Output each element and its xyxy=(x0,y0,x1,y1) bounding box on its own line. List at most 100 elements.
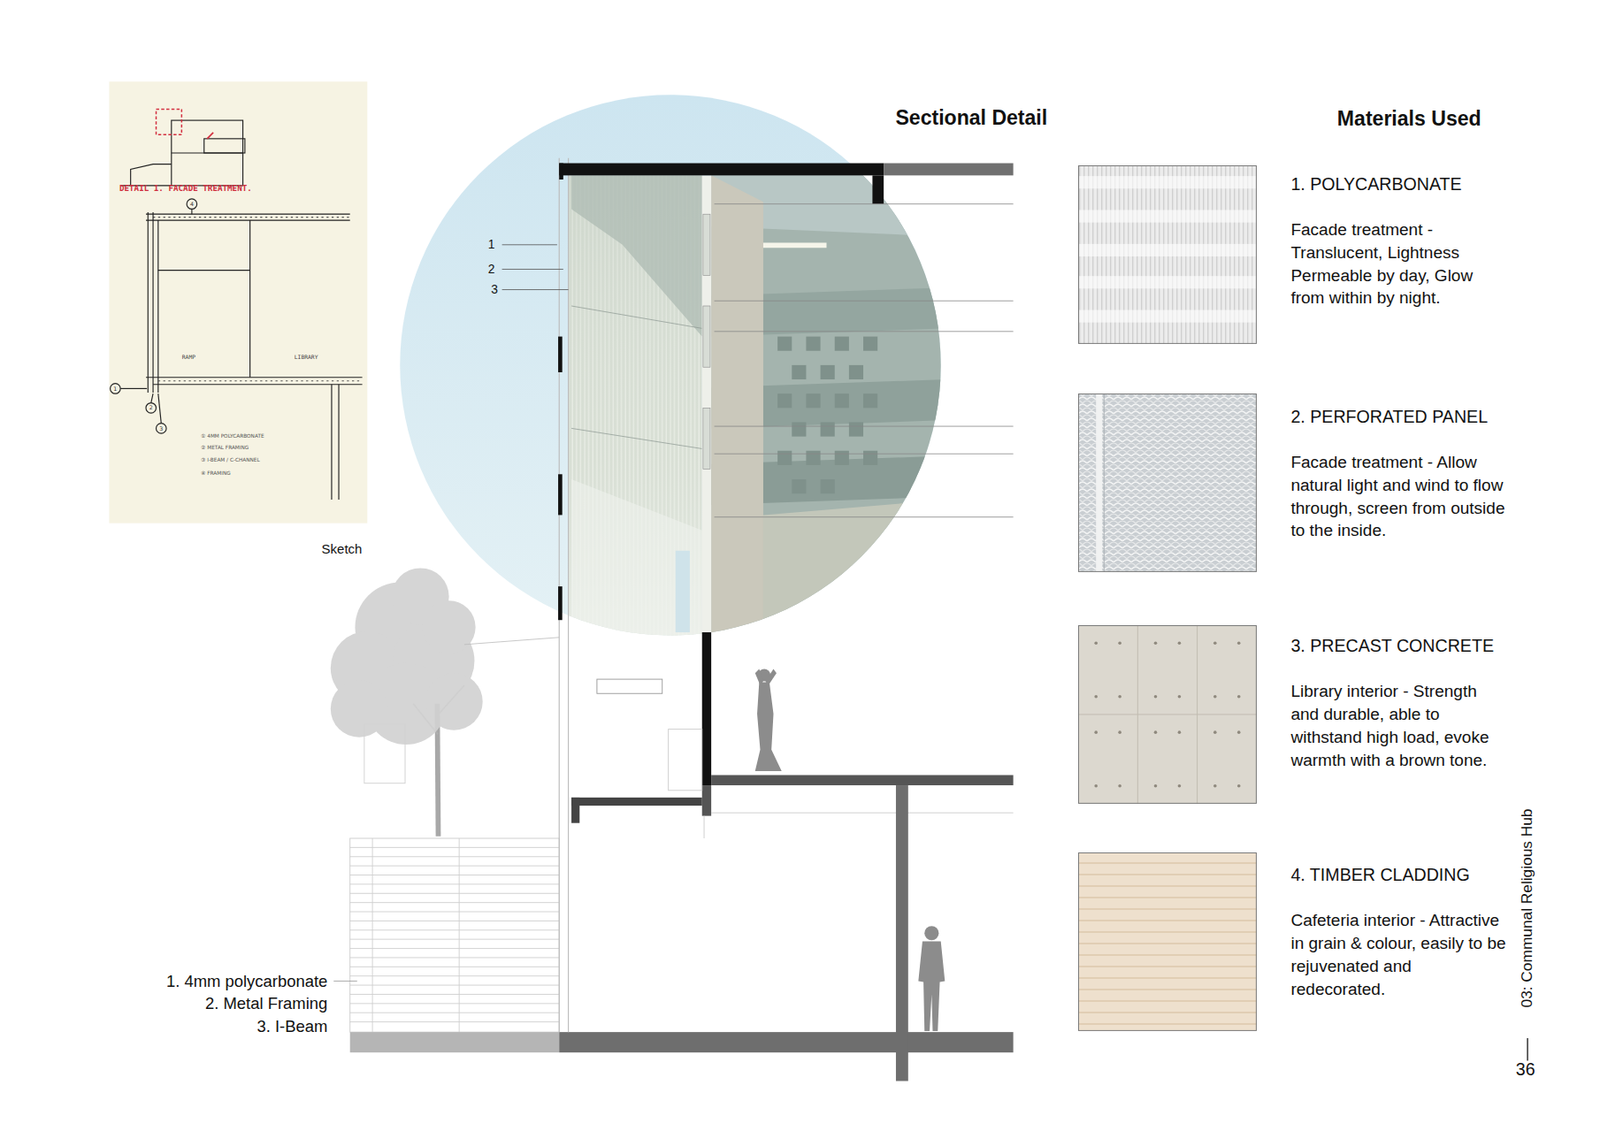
sketch-lines-part xyxy=(110,383,122,395)
stair-lines-part xyxy=(350,1012,560,1014)
perforated-wall-part xyxy=(834,451,850,466)
material-swatch-part xyxy=(1078,943,1257,945)
material-swatch-part xyxy=(1078,165,1257,345)
perforated-wall-part xyxy=(834,393,850,408)
section-heading: Materials Used xyxy=(1337,107,1482,131)
material-swatch-part xyxy=(1094,784,1099,789)
material-swatch-part xyxy=(1213,642,1218,646)
render-circle xyxy=(399,94,946,645)
perforated-wall xyxy=(777,336,878,495)
material-swatch-part xyxy=(1213,731,1218,735)
section-structure-part xyxy=(558,336,563,373)
stair-lines xyxy=(350,838,560,1033)
material-swatch-part xyxy=(1094,642,1099,646)
material-swatch-part xyxy=(1078,625,1257,804)
material-swatch-part xyxy=(1078,1012,1257,1014)
section-structure-part xyxy=(597,679,663,694)
drawing-caption: Sketch xyxy=(321,541,363,557)
sketch-callout: 2 xyxy=(149,405,154,412)
leader-lines-part xyxy=(714,330,1014,332)
sketch-lines-part xyxy=(158,380,363,382)
render-circle-part-part-part xyxy=(763,499,947,645)
render-circle-part-part-part xyxy=(675,551,690,633)
human-figures xyxy=(755,669,946,1032)
material-swatch-part xyxy=(1237,731,1241,735)
stair-lines-part xyxy=(350,865,560,867)
sketch-legend: ④ FRAMING xyxy=(200,470,230,477)
divider-line xyxy=(1526,1038,1528,1061)
material-swatch-part xyxy=(1094,731,1099,735)
sketch-lines-part xyxy=(204,138,245,154)
material-swatch-part xyxy=(1079,165,1257,344)
perforated-wall-part xyxy=(849,365,864,380)
render-circle-part-part-part xyxy=(703,407,711,469)
material-swatch-part xyxy=(1078,978,1257,980)
perforated-wall-part xyxy=(791,479,806,494)
stair-lines-part xyxy=(350,847,560,849)
section-structure-part xyxy=(702,785,712,817)
callout-number: 3 xyxy=(490,283,498,298)
part-label: 1. 4mm polycarbonate xyxy=(166,972,328,991)
stair-lines-part xyxy=(372,838,374,1033)
render-circle-part-part-part xyxy=(711,175,946,645)
material-description: Cafeteria interior - Attractive in grain… xyxy=(1290,909,1508,1002)
material-swatch-part xyxy=(1118,695,1123,699)
material-swatch-part xyxy=(1078,244,1257,257)
sketch-sheet-part xyxy=(108,81,368,523)
material-swatch-part xyxy=(1078,886,1257,888)
perforated-wall-part xyxy=(849,421,864,437)
section-structure-part xyxy=(350,838,560,1033)
section-structure-part xyxy=(702,632,712,786)
callout-number: 2 xyxy=(488,262,496,277)
perforated-wall-part xyxy=(805,393,820,408)
leader-lines xyxy=(333,204,1013,982)
material-swatch-part xyxy=(1078,932,1257,934)
section-structure-part xyxy=(883,163,1014,177)
section-structure-part xyxy=(567,158,569,1033)
section-structure-part xyxy=(704,816,705,839)
material-swatch-part xyxy=(1213,784,1218,789)
stair-lines-part xyxy=(350,1002,560,1004)
chapter-tag: 03: Communal Religious Hub xyxy=(1518,808,1537,1008)
material-entry: 1. POLYCARBONATEFacade treatment - Trans… xyxy=(1078,165,1505,345)
perforated-wall-part xyxy=(820,365,835,380)
leader-lines-part xyxy=(714,516,1014,518)
material-swatch-part xyxy=(1078,863,1257,865)
render-circle-part-part-part xyxy=(703,214,711,276)
section-structure xyxy=(330,158,1014,1082)
material-swatch xyxy=(1078,625,1257,804)
tree-part-part xyxy=(422,600,476,654)
stair-lines-part xyxy=(350,966,560,968)
material-swatch-part xyxy=(1118,642,1123,646)
material-swatch-part xyxy=(1154,784,1158,789)
sketch-lines-part xyxy=(120,388,147,390)
material-heading: 2. PERFORATED PANEL xyxy=(1290,406,1488,429)
material-swatch-part xyxy=(1079,853,1257,1032)
material-entry: 3. PRECAST CONCRETELibrary interior - St… xyxy=(1078,625,1505,804)
leader-lines-part xyxy=(714,203,1014,205)
sketch-lines-part xyxy=(145,214,351,221)
section-structure-part xyxy=(558,1032,1013,1053)
stair-lines-part xyxy=(350,939,560,941)
sketch-lines xyxy=(110,120,363,500)
render-circle-part-part-part xyxy=(568,175,703,645)
stair-lines-part xyxy=(350,902,560,904)
section-structure-part xyxy=(895,785,909,1081)
material-swatch-part xyxy=(1078,176,1257,189)
material-swatch-part xyxy=(1178,784,1182,789)
section-structure-part xyxy=(571,797,703,806)
human-figures-part xyxy=(755,682,782,772)
human-figures-part xyxy=(918,941,945,1031)
section-structure-part xyxy=(558,163,884,177)
sketch-lines-part xyxy=(331,384,339,500)
material-swatch-part xyxy=(1103,393,1105,573)
section-structure-part xyxy=(571,797,580,824)
tree-part-part xyxy=(330,680,389,738)
perforated-wall-part xyxy=(791,421,806,437)
material-swatch-part xyxy=(1078,955,1257,957)
tree-part xyxy=(330,567,483,745)
material-swatch xyxy=(1078,852,1257,1032)
stair-lines-part xyxy=(350,975,560,977)
sketch-lines-part xyxy=(153,216,351,218)
